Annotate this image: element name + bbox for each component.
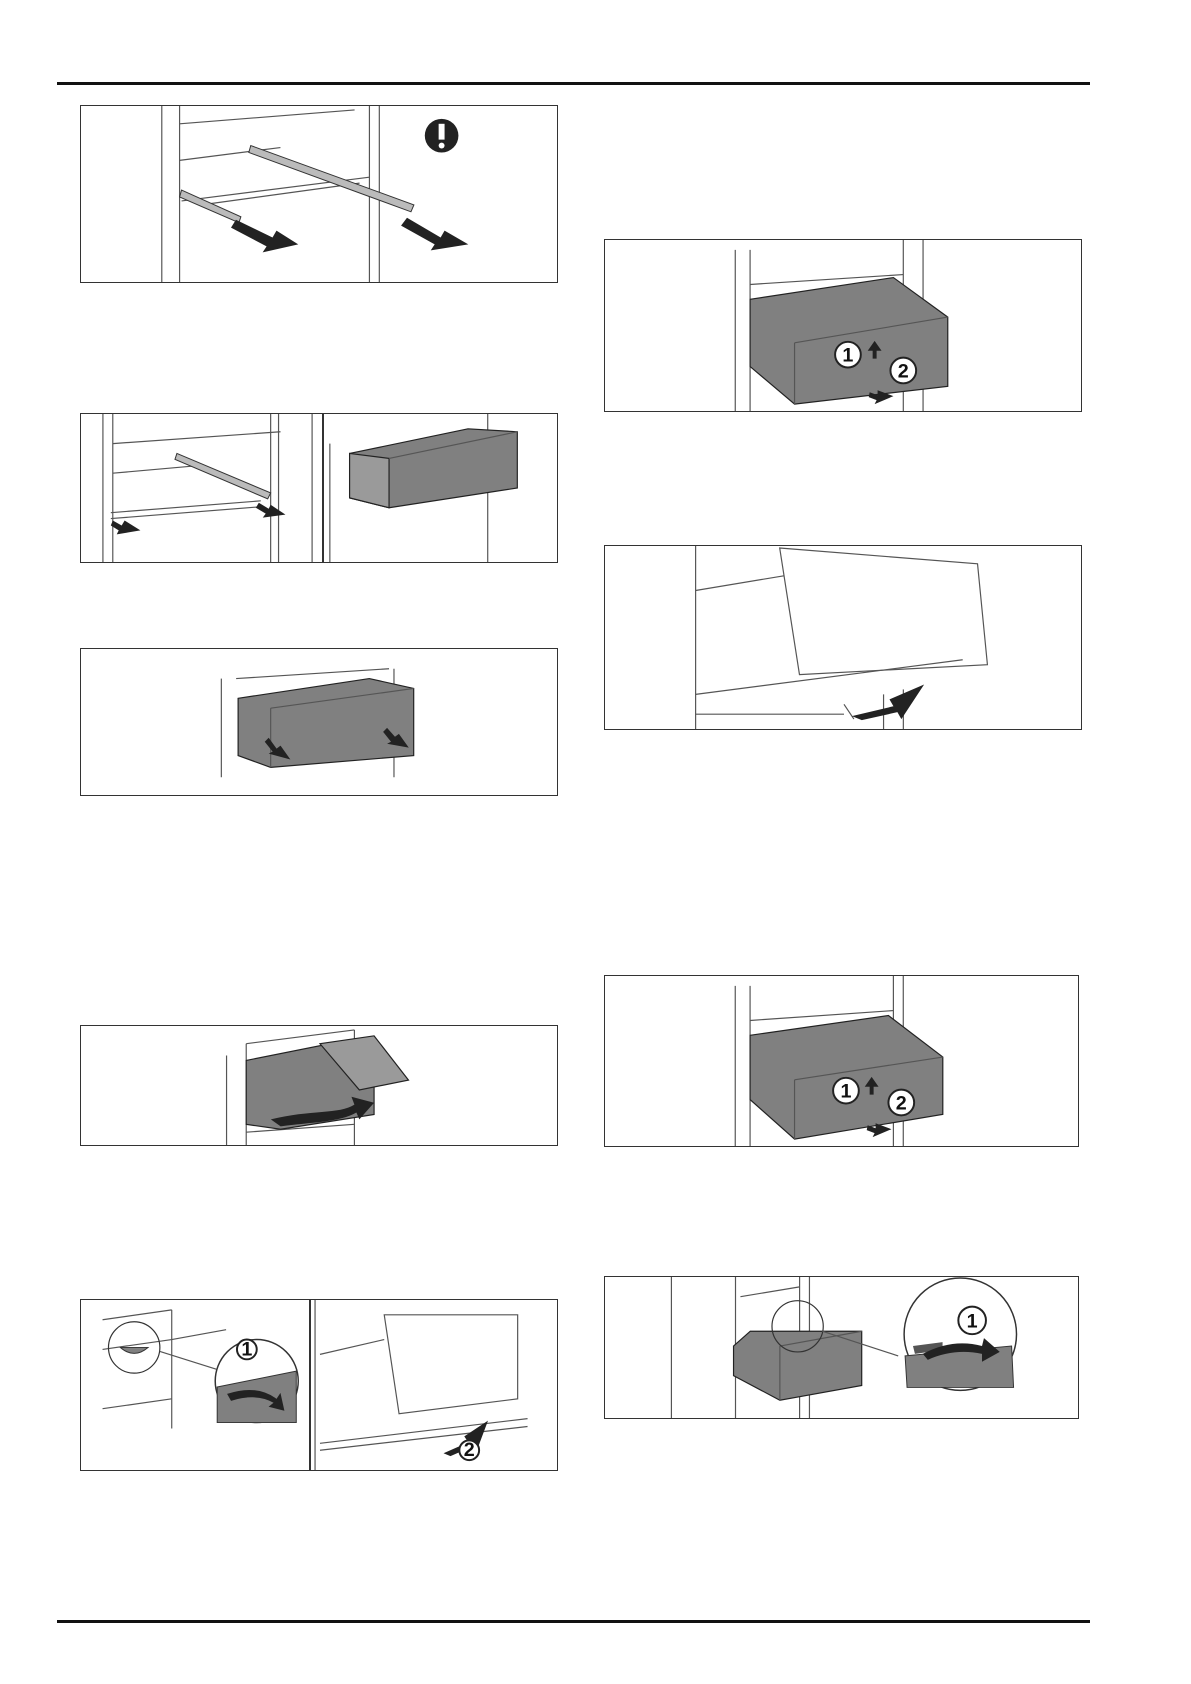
drawer-tilt-illustration	[81, 1026, 557, 1145]
figure-rails-and-drawer	[80, 413, 558, 563]
step-2-label: 2	[896, 1092, 907, 1114]
step-2-label: 2	[464, 1439, 475, 1461]
figure-drawer-remove-lower-right: 1 2	[604, 975, 1079, 1147]
drawer-remove-illustration: 1 2	[605, 240, 1081, 411]
figure-drawer-insert	[80, 648, 558, 796]
figure-drawer-remove-right: 1 2	[604, 239, 1082, 412]
rails-drawer-illustration	[81, 414, 557, 562]
figure-drawer-tilt	[80, 1025, 558, 1146]
drawer-insert-illustration	[81, 649, 557, 795]
figure-drawer-tilted-right	[604, 545, 1082, 730]
figure-release-catch-left: 1 2	[80, 1299, 558, 1471]
step-1-label: 1	[840, 1081, 851, 1103]
step-1-label: 1	[967, 1310, 978, 1332]
drawer-tilted-illustration	[605, 546, 1081, 729]
step-1-label: 1	[241, 1338, 252, 1360]
figure-divider	[322, 414, 324, 562]
step-2-label: 2	[898, 360, 909, 382]
rails-illustration	[81, 106, 557, 282]
release-catch-right-illustration: 1	[605, 1277, 1078, 1418]
figure-divider	[309, 1300, 311, 1470]
drawer-remove-lower-illustration: 1 2	[605, 976, 1078, 1146]
figure-drawer-rails: exclamation-icon	[80, 105, 558, 283]
header-rule	[57, 82, 1090, 85]
footer-rule	[57, 1620, 1090, 1623]
figure-release-catch-right: 1	[604, 1276, 1079, 1419]
step-1-label: 1	[842, 345, 853, 367]
release-catch-illustration: 1 2	[81, 1300, 557, 1470]
